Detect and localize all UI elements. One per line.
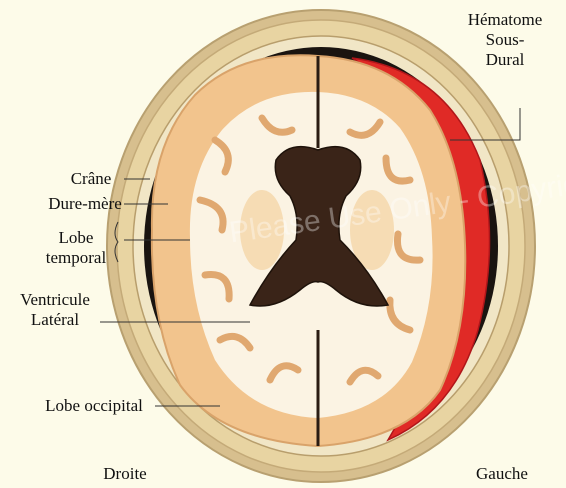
ventricle-label-line2: Latéral: [8, 310, 102, 330]
temporal-lobe-label-line1: Lobe: [36, 228, 116, 248]
hematoma-label-line1: Hématome: [448, 10, 562, 30]
skull-label: Crâne: [56, 169, 126, 189]
ventricle-label-line1: Ventricule: [8, 290, 102, 310]
right-side-label: Droite: [90, 464, 160, 484]
hematoma-label-line2: Sous-: [448, 30, 562, 50]
occipital-lobe-label: Lobe occipital: [30, 396, 158, 416]
hematoma-label-line3: Dural: [448, 50, 562, 70]
ventricle-label: Ventricule Latéral: [8, 290, 102, 330]
dura-label: Dure-mère: [40, 194, 130, 214]
temporal-lobe-label-line2: temporal: [36, 248, 116, 268]
left-side-label: Gauche: [462, 464, 542, 484]
hematoma-label: Hématome Sous- Dural: [448, 10, 562, 70]
temporal-lobe-label: Lobe temporal: [36, 228, 116, 268]
